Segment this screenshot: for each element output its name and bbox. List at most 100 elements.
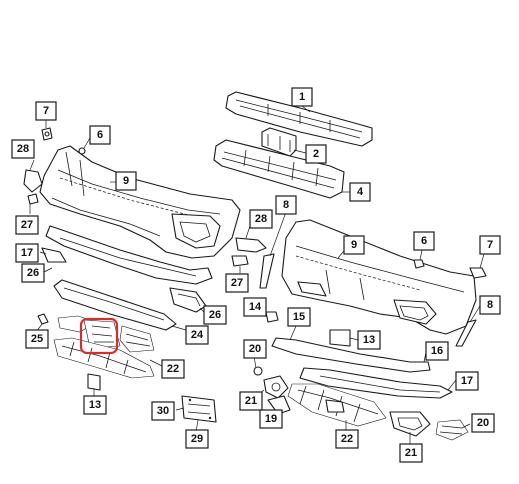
part-front-fascia-left-view[interactable] (39, 145, 241, 259)
callout-21-right[interactable]: 21 (399, 443, 423, 463)
svg-text:8: 8 (283, 199, 289, 211)
callout-26-mid[interactable]: 26 (203, 305, 227, 325)
svg-text:13: 13 (89, 399, 101, 411)
part-lamp-bezel-mid[interactable] (235, 237, 267, 253)
callout-19[interactable]: 19 (259, 409, 283, 429)
callout-21-left[interactable]: 21 (239, 391, 263, 411)
svg-text:7: 7 (487, 239, 493, 251)
callout-17-left[interactable]: 17 (15, 243, 39, 263)
svg-text:7: 7 (43, 105, 49, 117)
part-tow-hook-cover-left[interactable] (87, 373, 101, 391)
callout-1[interactable]: 1 (291, 87, 313, 107)
part-front-fascia-right-view[interactable] (281, 219, 477, 335)
part-lower-grille-right[interactable] (287, 383, 387, 427)
part-grille-insert-upper[interactable] (57, 315, 155, 353)
callout-8-right[interactable]: 8 (479, 295, 501, 315)
callout-25[interactable]: 25 (25, 329, 49, 349)
callout-8-mid[interactable]: 8 (275, 195, 297, 215)
svg-text:8: 8 (487, 299, 493, 311)
callout-26-left[interactable]: 26 (21, 263, 45, 283)
part-lower-grille-left[interactable] (53, 337, 155, 379)
callout-4[interactable]: 4 (349, 182, 371, 202)
part-tow-hook-cover-right[interactable] (329, 329, 351, 347)
part-side-bracket-mid[interactable] (259, 253, 275, 289)
callout-13-left[interactable]: 13 (83, 395, 107, 415)
svg-text:4: 4 (357, 186, 364, 198)
part-reinforcement-beam[interactable] (225, 91, 373, 147)
callout-22-right[interactable]: 22 (335, 429, 359, 449)
svg-text:17: 17 (461, 375, 473, 387)
part-beam-bracket[interactable] (261, 127, 297, 157)
part-grille-frame[interactable] (53, 279, 177, 331)
callout-9-left[interactable]: 9 (115, 171, 137, 191)
part-fog-lamp[interactable] (267, 395, 291, 415)
part-clip-14[interactable] (265, 311, 279, 323)
callout-16[interactable]: 16 (425, 341, 449, 361)
part-clip-20-left[interactable] (253, 366, 263, 376)
svg-text:17: 17 (21, 247, 33, 259)
part-grille-insert-small[interactable] (37, 313, 49, 325)
callout-30[interactable]: 30 (151, 401, 175, 421)
svg-text:16: 16 (431, 345, 443, 357)
svg-text:20: 20 (249, 343, 261, 355)
callout-6-left[interactable]: 6 (89, 125, 111, 145)
svg-text:20: 20 (477, 417, 489, 429)
svg-text:30: 30 (157, 405, 169, 417)
callout-29[interactable]: 29 (185, 429, 209, 449)
part-bezel-left[interactable] (23, 169, 43, 193)
callout-15[interactable]: 15 (287, 307, 311, 327)
selected-part-highlight (79, 317, 119, 355)
svg-text:21: 21 (245, 395, 257, 407)
callout-28-mid[interactable]: 28 (249, 209, 273, 229)
callout-22-left[interactable]: 22 (161, 359, 185, 379)
svg-text:1: 1 (299, 91, 305, 103)
callout-2[interactable]: 2 (305, 144, 327, 164)
svg-text:22: 22 (167, 363, 179, 375)
svg-text:6: 6 (97, 129, 103, 141)
svg-text:24: 24 (191, 329, 204, 341)
svg-text:9: 9 (123, 175, 129, 187)
svg-text:29: 29 (191, 433, 203, 445)
part-lower-lip-left[interactable] (45, 225, 213, 285)
callout-9-right[interactable]: 9 (343, 235, 365, 255)
callout-20-left[interactable]: 20 (243, 339, 267, 359)
svg-text:22: 22 (341, 433, 353, 445)
part-clip-mid[interactable] (231, 255, 249, 267)
callout-13-right[interactable]: 13 (357, 330, 381, 350)
part-skid-strip-right[interactable] (299, 367, 453, 399)
callout-24[interactable]: 24 (185, 325, 209, 345)
svg-text:26: 26 (209, 309, 221, 321)
part-lower-lip-right[interactable] (271, 337, 431, 373)
svg-text:15: 15 (293, 311, 305, 323)
part-fog-bezel-21-right[interactable] (389, 411, 431, 437)
callout-27-mid[interactable]: 27 (225, 273, 249, 293)
callout-14[interactable]: 14 (243, 297, 267, 317)
part-fastener-left[interactable] (41, 127, 53, 141)
svg-text:27: 27 (21, 219, 33, 231)
callout-7-right[interactable]: 7 (479, 235, 501, 255)
part-push-pin-left[interactable] (78, 147, 86, 155)
svg-text:9: 9 (351, 239, 357, 251)
part-fog-bezel-21-left[interactable] (263, 375, 289, 399)
callout-27-left[interactable]: 27 (15, 215, 39, 235)
part-side-bracket-right[interactable] (455, 319, 477, 347)
part-skid-strip-left[interactable] (41, 247, 67, 263)
part-energy-absorber[interactable] (213, 139, 345, 199)
part-grille-insert-20-right[interactable] (435, 419, 469, 441)
svg-text:26: 26 (27, 267, 39, 279)
svg-text:2: 2 (313, 148, 319, 160)
callout-7-left[interactable]: 7 (35, 101, 57, 121)
svg-text:6: 6 (421, 235, 427, 247)
callout-20-right[interactable]: 20 (471, 413, 495, 433)
part-push-pin-right[interactable] (413, 259, 425, 269)
part-clip-left[interactable] (27, 193, 39, 205)
callout-28-left[interactable]: 28 (11, 139, 35, 159)
svg-text:14: 14 (249, 301, 262, 313)
callout-17-right[interactable]: 17 (455, 371, 479, 391)
part-fastener-right[interactable] (469, 267, 487, 279)
callout-6-right[interactable]: 6 (413, 231, 435, 251)
svg-text:27: 27 (231, 277, 243, 289)
part-license-plate-bracket[interactable] (181, 395, 217, 423)
svg-text:13: 13 (363, 334, 375, 346)
